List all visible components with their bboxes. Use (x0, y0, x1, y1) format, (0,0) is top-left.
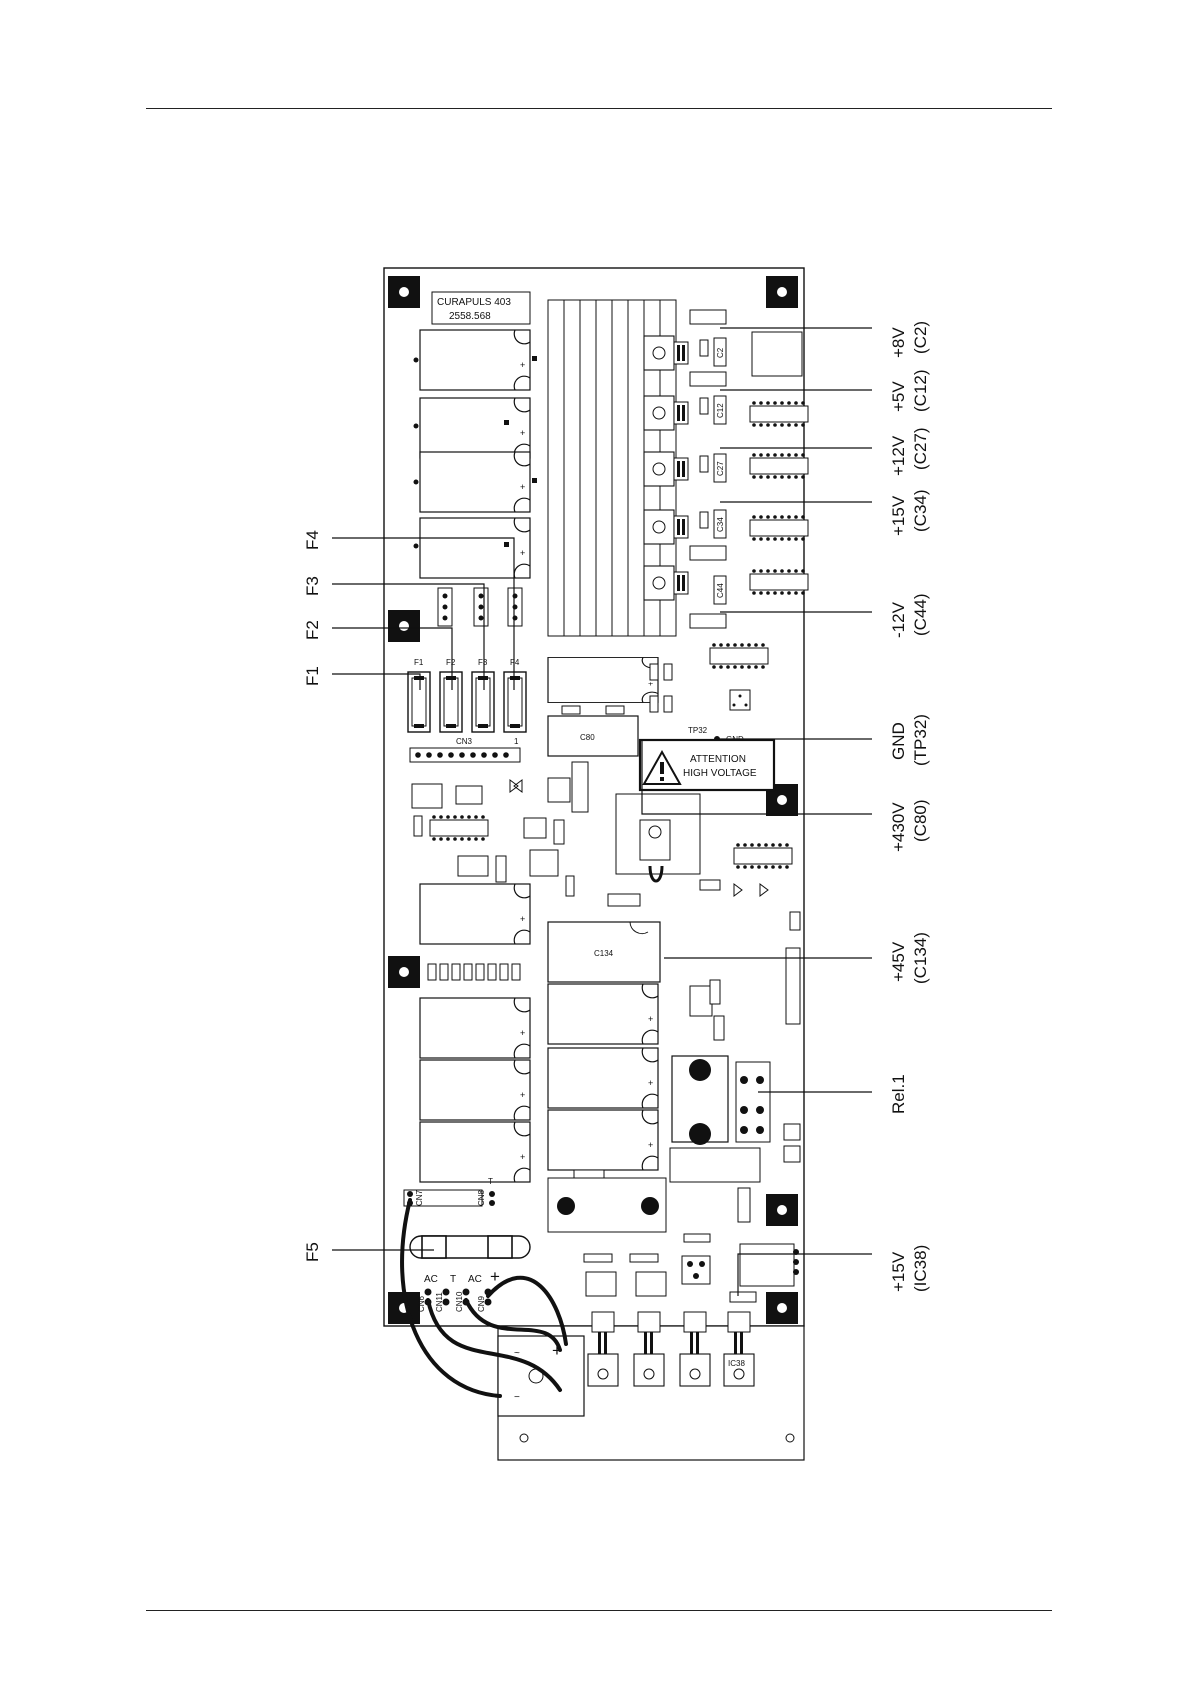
callout-gnd-ref: (TP32) (911, 714, 930, 766)
warning-line1: ATTENTION (690, 754, 746, 765)
label-c44: C44 (716, 583, 725, 598)
callout-15v-ic38: +15V (889, 1251, 908, 1292)
callout-f1: F1 (303, 666, 322, 686)
silk-f3: F3 (478, 658, 488, 667)
callout-rel1: Rel.1 (889, 1074, 908, 1114)
callout-15v: +15V (889, 495, 908, 536)
callout-12v: +12V (889, 435, 908, 476)
model-name: CURAPULS 403 (437, 297, 511, 308)
label-cn8: CN8 (477, 1189, 486, 1206)
fuse-f5 (410, 1236, 530, 1258)
label-cn7: CN7 (415, 1189, 424, 1206)
capacitor (548, 1110, 658, 1170)
label-cn10: CN10 (455, 1291, 464, 1312)
capacitor (420, 1122, 530, 1182)
mount-hole (388, 956, 420, 988)
callout-f4: F4 (303, 530, 322, 550)
label-t: T (450, 1274, 456, 1285)
fuse-holder-f4 (504, 672, 526, 732)
callout-45v-ref: (C134) (911, 932, 930, 984)
callout-5v-ref: (C12) (911, 369, 930, 412)
fuse-holder-f2 (440, 672, 462, 732)
mount-hole (766, 1292, 798, 1324)
callout-m12v-ref: (C44) (911, 593, 930, 636)
label-cn9: CN9 (477, 1295, 486, 1312)
callout-430v: +430V (889, 802, 908, 852)
part-number: 2558.568 (449, 311, 491, 322)
label-c34: C34 (716, 517, 725, 532)
callout-15v-ic38-ref: (IC38) (911, 1245, 930, 1292)
label-cn11: CN11 (435, 1292, 444, 1312)
connector-cn3 (410, 748, 520, 762)
mount-hole (388, 610, 420, 642)
capacitor (548, 658, 658, 703)
relay-rel1 (672, 1056, 770, 1145)
silk-f2: F2 (446, 658, 456, 667)
capacitor (420, 884, 530, 944)
capacitor (420, 452, 530, 512)
callout-15v-ref: (C34) (911, 489, 930, 532)
callout-45v: +45V (889, 941, 908, 982)
silk-f4: F4 (510, 658, 520, 667)
label-c134: C134 (594, 949, 614, 958)
callout-m12v: -12V (889, 601, 908, 638)
capacitor (420, 398, 530, 458)
callout-f3: F3 (303, 576, 322, 596)
capacitor (548, 984, 658, 1044)
callout-f5: F5 (303, 1242, 322, 1262)
callout-gnd: GND (889, 722, 908, 760)
capacitor (420, 330, 530, 390)
high-voltage-warning (640, 740, 774, 790)
callout-8v: +8V (889, 327, 908, 358)
label-ac2: AC (468, 1274, 482, 1285)
label-c27: C27 (716, 461, 725, 476)
capacitor (548, 1048, 658, 1108)
callout-430v-ref: (C80) (911, 799, 930, 842)
rect-minus: − (514, 1392, 520, 1403)
label-cn8-t: T (488, 1177, 493, 1186)
label-c80: C80 (580, 733, 595, 742)
silk-cn3: CN3 (456, 737, 473, 746)
label-ac1: AC (424, 1274, 438, 1285)
callout-5v: +5V (889, 381, 908, 412)
label-c12: C12 (716, 403, 725, 418)
label-cn6: CN6 (417, 1295, 426, 1312)
silk-f1: F1 (414, 658, 424, 667)
fuse-holder-f3 (472, 672, 494, 732)
callout-f2: F2 (303, 620, 322, 640)
warning-line2: HIGH VOLTAGE (683, 768, 757, 779)
capacitor (420, 998, 530, 1058)
callout-8v-ref: (C2) (911, 321, 930, 354)
mount-hole (766, 1194, 798, 1226)
label-ic38: IC38 (728, 1359, 745, 1368)
capacitor (420, 1060, 530, 1120)
mount-hole (766, 276, 798, 308)
silk-cn3-pin: 1 (514, 737, 519, 746)
mount-hole (388, 276, 420, 308)
label-c2: C2 (716, 347, 725, 358)
callout-12v-ref: (C27) (911, 427, 930, 470)
fuse-holder-f1 (408, 672, 430, 732)
label-tp32: TP32 (688, 726, 708, 735)
label-plus: + (490, 1267, 500, 1286)
bridge-rectifier (498, 1336, 584, 1416)
